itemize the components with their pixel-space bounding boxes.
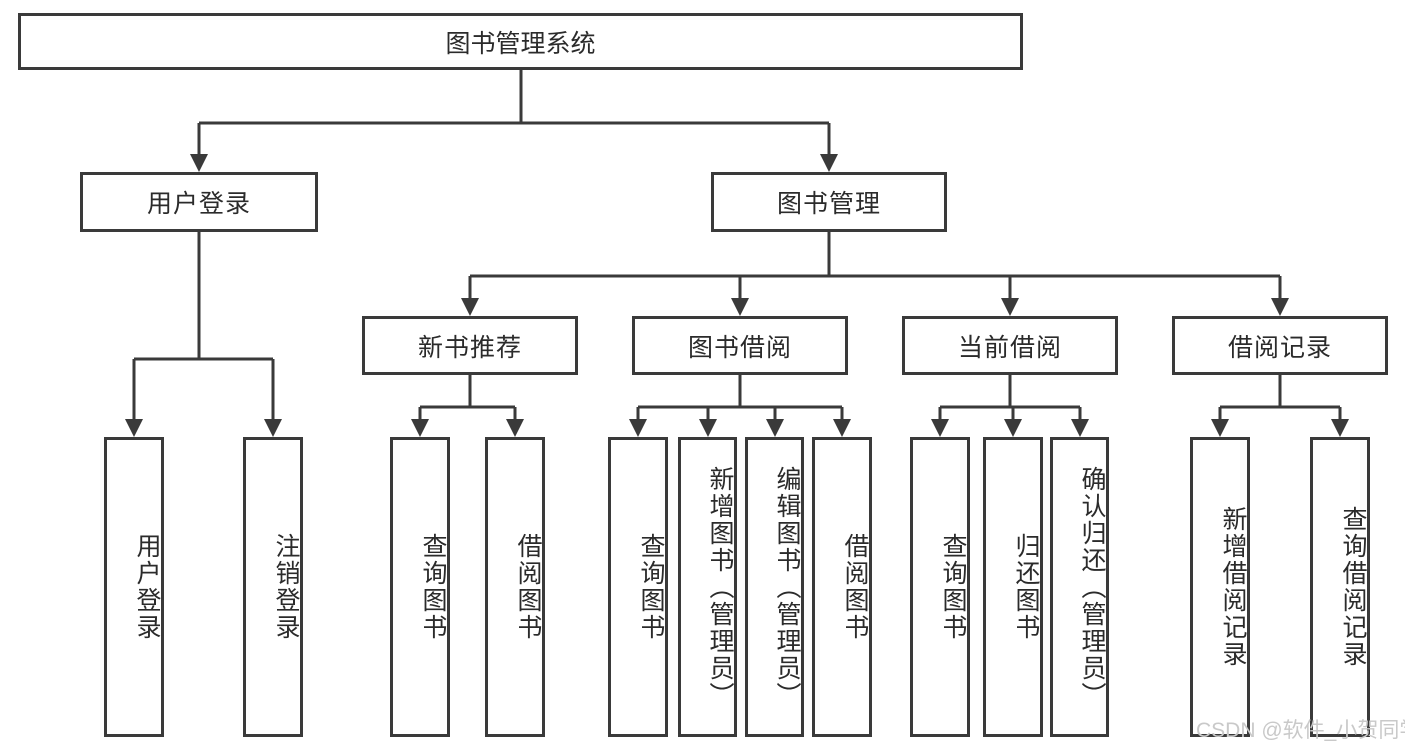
connector-arrowhead	[190, 154, 208, 172]
connector-arrowhead	[411, 419, 429, 437]
node-label: 查询图书	[419, 533, 447, 641]
node-label: 归还图书	[1012, 533, 1040, 641]
connector-arrowhead	[125, 419, 143, 437]
node-leaf-edit-book[interactable]: 编辑图书（管理员）	[745, 437, 804, 737]
csdn-watermark: CSDN @软件_小贺同学	[1196, 719, 1405, 742]
node-leaf-query-record[interactable]: 查询借阅记录	[1310, 437, 1370, 737]
node-new-book-rec[interactable]: 新书推荐	[362, 316, 578, 375]
connector-arrowhead	[629, 419, 647, 437]
node-label: 查询图书	[637, 533, 665, 641]
node-label: 用户登录	[146, 190, 251, 218]
node-label: 查询借阅记录	[1339, 506, 1367, 668]
node-leaf-logout[interactable]: 注销登录	[243, 437, 303, 737]
node-label: 图书借阅	[687, 333, 792, 362]
node-book-borrow[interactable]: 图书借阅	[632, 316, 848, 375]
node-leaf-query-book-1[interactable]: 查询图书	[390, 437, 450, 737]
node-leaf-return-book[interactable]: 归还图书	[983, 437, 1043, 737]
node-label: 确认归还（管理员）	[1078, 465, 1106, 709]
node-leaf-query-book-3[interactable]: 查询图书	[910, 437, 970, 737]
node-label: 注销登录	[272, 533, 300, 641]
connector-arrowhead	[506, 419, 524, 437]
node-label: 新书推荐	[417, 333, 522, 362]
node-label: 借阅图书	[514, 533, 542, 641]
connector-arrowhead	[699, 419, 717, 437]
node-label: 图书管理	[776, 190, 881, 218]
connector-arrowhead	[1001, 298, 1019, 316]
node-leaf-query-book-2[interactable]: 查询图书	[608, 437, 668, 737]
connector-arrowhead	[833, 419, 851, 437]
node-borrow-record[interactable]: 借阅记录	[1172, 316, 1388, 375]
node-leaf-confirm-return[interactable]: 确认归还（管理员）	[1050, 437, 1109, 737]
connector-arrowhead	[1331, 419, 1349, 437]
connector-arrowhead	[1004, 419, 1022, 437]
node-label: 编辑图书（管理员）	[773, 465, 801, 709]
node-root[interactable]: 图书管理系统	[18, 13, 1023, 70]
node-label: 图书管理系统	[445, 29, 596, 58]
connector-arrowhead	[931, 419, 949, 437]
connector-arrowhead	[731, 298, 749, 316]
node-label: 当前借阅	[957, 333, 1062, 362]
node-label: 借阅图书	[841, 533, 869, 641]
node-leaf-borrow-book-1[interactable]: 借阅图书	[485, 437, 545, 737]
node-book-manage[interactable]: 图书管理	[711, 172, 947, 232]
node-leaf-user-login[interactable]: 用户登录	[104, 437, 164, 737]
node-current-borrow[interactable]: 当前借阅	[902, 316, 1118, 375]
connector-arrowhead	[461, 298, 479, 316]
node-label: 新增借阅记录	[1219, 506, 1247, 668]
node-leaf-add-book[interactable]: 新增图书（管理员）	[678, 437, 737, 737]
node-label: 用户登录	[133, 533, 161, 641]
node-label: 查询图书	[939, 533, 967, 641]
connector-arrowhead	[820, 154, 838, 172]
node-leaf-borrow-book-2[interactable]: 借阅图书	[812, 437, 872, 737]
connector-arrowhead	[1211, 419, 1229, 437]
connector-arrowhead	[1071, 419, 1089, 437]
connector-arrowhead	[1271, 298, 1289, 316]
node-label: 新增图书（管理员）	[706, 465, 734, 709]
connector-arrowhead	[264, 419, 282, 437]
connector-arrowhead	[766, 419, 784, 437]
node-leaf-add-record[interactable]: 新增借阅记录	[1190, 437, 1250, 737]
node-label: 借阅记录	[1227, 333, 1332, 362]
node-user-login[interactable]: 用户登录	[80, 172, 318, 232]
